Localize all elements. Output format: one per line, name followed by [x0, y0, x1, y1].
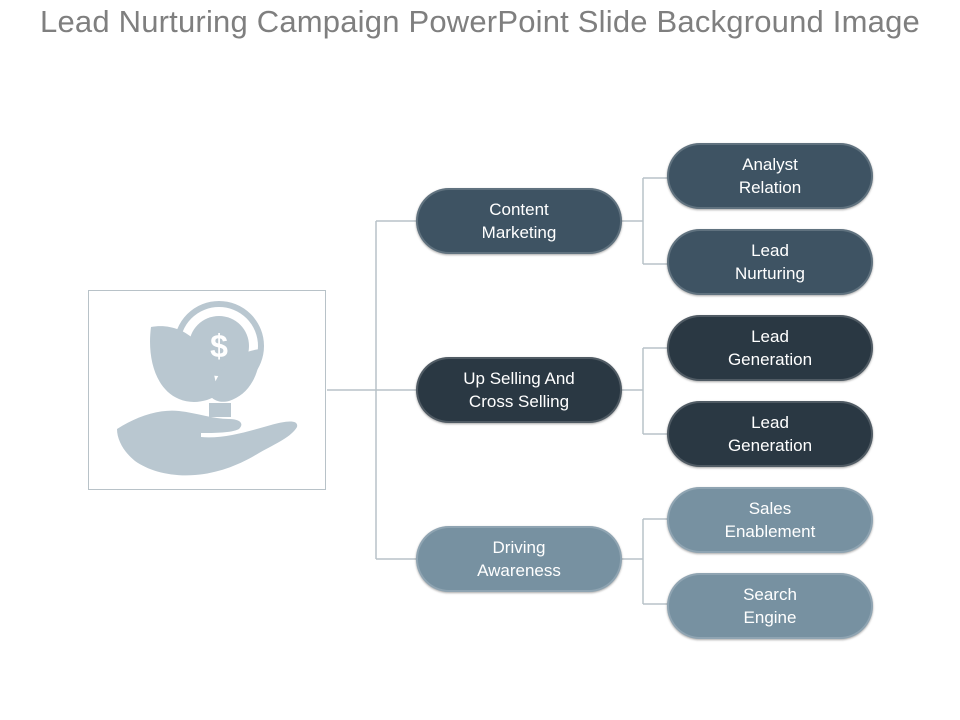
node-lead-generation-1: Lead Generation	[667, 315, 873, 381]
node-label: Lead Nurturing	[735, 241, 805, 283]
node-analyst-relation: Analyst Relation	[667, 143, 873, 209]
node-label: Driving Awareness	[477, 538, 561, 580]
node-label: Sales Enablement	[724, 499, 816, 541]
node-label: Up Selling And Cross Selling	[463, 369, 575, 411]
node-content-marketing: Content Marketing	[416, 188, 622, 254]
node-label: Lead Generation	[727, 327, 813, 369]
node-sales-enablement: Sales Enablement	[667, 487, 873, 553]
dollar-symbol: $	[210, 328, 228, 364]
node-label: Content Marketing	[481, 200, 557, 242]
node-label: Search Engine	[743, 585, 797, 627]
node-lead-generation-2: Lead Generation	[667, 401, 873, 467]
node-up-selling-cross-selling: Up Selling And Cross Selling	[416, 357, 622, 423]
node-label: Lead Generation	[727, 413, 813, 455]
money-plant-hand-icon: $	[117, 301, 298, 476]
icon-box: $	[88, 290, 326, 490]
node-search-engine: Search Engine	[667, 573, 873, 639]
node-label: Analyst Relation	[738, 155, 802, 197]
node-lead-nurturing: Lead Nurturing	[667, 229, 873, 295]
slide-title: Lead Nurturing Campaign PowerPoint Slide…	[40, 4, 920, 39]
node-driving-awareness: Driving Awareness	[416, 526, 622, 592]
